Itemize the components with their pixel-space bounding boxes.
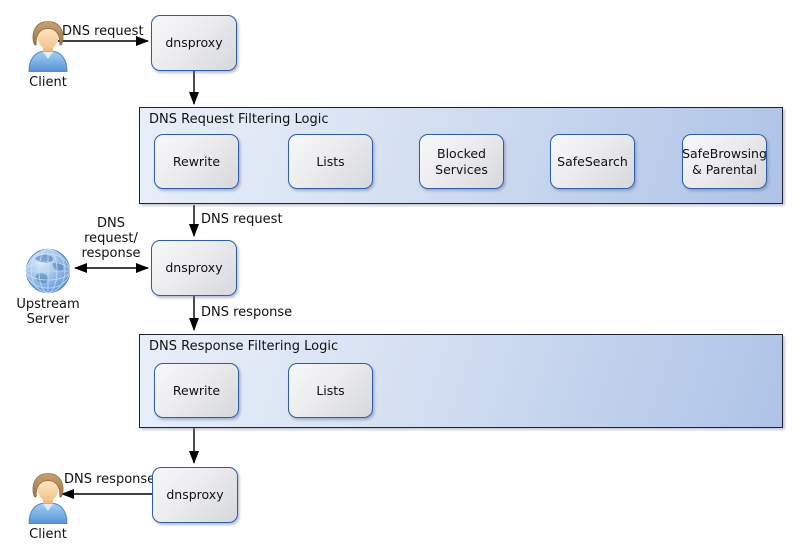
step-rewrite-response: Rewrite [154,363,239,418]
client-bottom-actor: Client [10,472,86,542]
request-filtering-title: DNS Request Filtering Logic [149,112,329,127]
edge-label-upstream-exchange: DNS request/ response [81,216,141,261]
upstream-server-actor: Upstream Server [4,248,92,327]
client-bottom-label: Client [29,527,67,542]
step-label: SafeBrowsing & Parental [682,145,767,177]
step-label: Blocked Services [435,145,488,177]
globe-icon [25,248,71,294]
dnsproxy-label: dnsproxy [165,260,223,276]
dnsproxy-node-2: dnsproxy [151,240,237,296]
dnsproxy-label: dnsproxy [165,35,223,51]
step-rewrite-request: Rewrite [154,134,239,189]
step-label: Lists [316,382,345,398]
edge-label-filtered-request: DNS request [201,212,283,227]
dnsproxy-label: dnsproxy [166,487,224,503]
step-blocked-services: Blocked Services [419,134,504,189]
dnsproxy-node-3: dnsproxy [152,467,238,523]
person-icon [28,473,68,524]
request-filtering-container: DNS Request Filtering Logic Rewrite List… [139,107,783,204]
step-safebrowsing-parental: SafeBrowsing & Parental [682,134,767,189]
edge-label-client-response: DNS response [64,472,156,487]
step-label: Rewrite [172,153,221,169]
step-safesearch: SafeSearch [550,134,635,189]
step-label: Lists [316,153,345,169]
dnsproxy-node-1: dnsproxy [151,15,237,71]
step-lists-request: Lists [288,134,373,189]
response-filtering-container: DNS Response Filtering Logic Rewrite Lis… [139,334,783,428]
step-lists-response: Lists [288,363,373,418]
edge-label-client-request: DNS request [62,24,144,39]
upstream-server-label: Upstream Server [16,297,80,327]
step-label: SafeSearch [557,153,628,169]
step-label: Rewrite [172,382,221,398]
client-top-label: Client [29,75,67,90]
edge-label-upstream-response: DNS response [201,305,293,320]
response-filtering-title: DNS Response Filtering Logic [149,339,339,354]
person-icon [28,21,68,72]
client-top-actor: Client [10,20,86,90]
